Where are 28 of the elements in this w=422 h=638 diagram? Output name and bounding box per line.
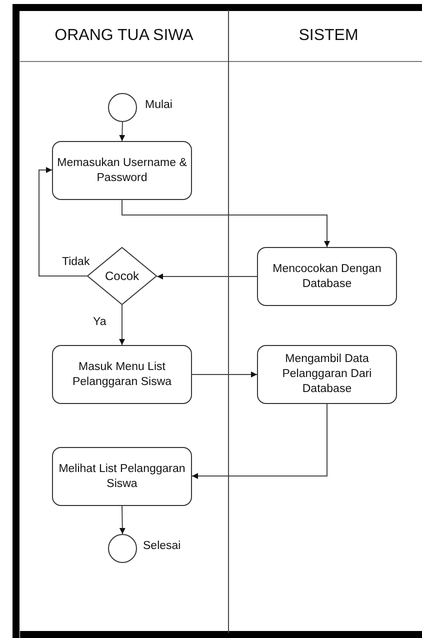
- terminal-label: Selesai: [143, 540, 181, 552]
- activity-text: Masuk Menu List Pelanggaran Siswa: [71, 360, 173, 390]
- flow-arrow: [119, 506, 126, 534]
- activity-box: [52, 447, 192, 506]
- activity-box: [52, 141, 192, 200]
- activity-box: [52, 345, 192, 404]
- lane-heading: SISTEM: [298, 26, 358, 44]
- flow-arrow: [122, 200, 330, 248]
- terminal-label: Mulai: [145, 99, 172, 111]
- activity-text: Melihat List Pelanggaran Siswa: [58, 462, 186, 492]
- flow-arrow: [192, 404, 328, 479]
- flow-arrow: [119, 304, 125, 346]
- edge-label: Ya: [93, 316, 106, 328]
- edge-label: Tidak: [62, 256, 90, 268]
- terminal-circle: [108, 534, 137, 563]
- decision-text: Cocok: [104, 269, 140, 283]
- activity-text: Mencocokan Dengan Database: [272, 262, 382, 292]
- lane-heading: ORANG TUA SIWA: [54, 26, 194, 44]
- activity-text: Memasukan Username & Password: [56, 156, 188, 186]
- flow-arrow: [38, 167, 88, 276]
- swimlane: [20, 10, 229, 633]
- activity-box: [257, 247, 397, 306]
- terminal-circle: [108, 93, 137, 122]
- flow-arrow: [156, 274, 258, 280]
- flow-arrow: [192, 372, 258, 378]
- activity-text: Mengambil Data Pelanggaran Dari Database: [281, 352, 373, 397]
- activity-box: [257, 345, 397, 404]
- flow-arrow: [119, 122, 126, 142]
